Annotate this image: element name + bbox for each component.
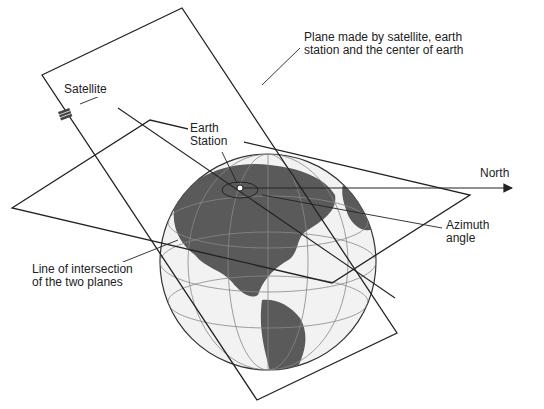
earth-station-dot bbox=[237, 185, 243, 191]
tangent-plane bbox=[12, 120, 470, 283]
earth-station-label: Earth Station bbox=[188, 121, 244, 149]
plane-label: Plane made by satellite, earth station a… bbox=[302, 30, 496, 58]
satellite-icon bbox=[58, 108, 72, 121]
north-arrow bbox=[243, 187, 512, 188]
north-label: North bbox=[478, 166, 511, 181]
satellite-label: Satellite bbox=[62, 82, 109, 97]
continents bbox=[160, 150, 376, 372]
satellite-plane bbox=[42, 8, 397, 400]
azimuth-label: Azimuth angle bbox=[444, 218, 508, 246]
leader-lines bbox=[80, 48, 442, 272]
intersection-line bbox=[118, 108, 395, 298]
azimuth-arc bbox=[222, 182, 258, 198]
intersection-label: Line of intersection of the two planes bbox=[30, 262, 142, 290]
